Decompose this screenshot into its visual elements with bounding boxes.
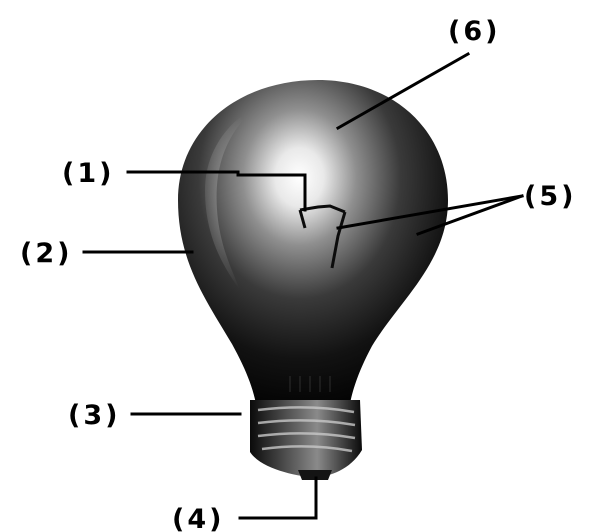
callout-5: (5) bbox=[524, 181, 576, 212]
callout-2: (2) bbox=[20, 238, 72, 269]
callout-1: (1) bbox=[62, 158, 114, 189]
callout-3: (3) bbox=[68, 400, 120, 431]
leader-line-4 bbox=[240, 478, 316, 518]
screw-base bbox=[250, 400, 362, 480]
bulb-glass bbox=[178, 80, 448, 404]
callout-4: (4) bbox=[172, 504, 224, 532]
callout-6: (6) bbox=[448, 16, 500, 47]
